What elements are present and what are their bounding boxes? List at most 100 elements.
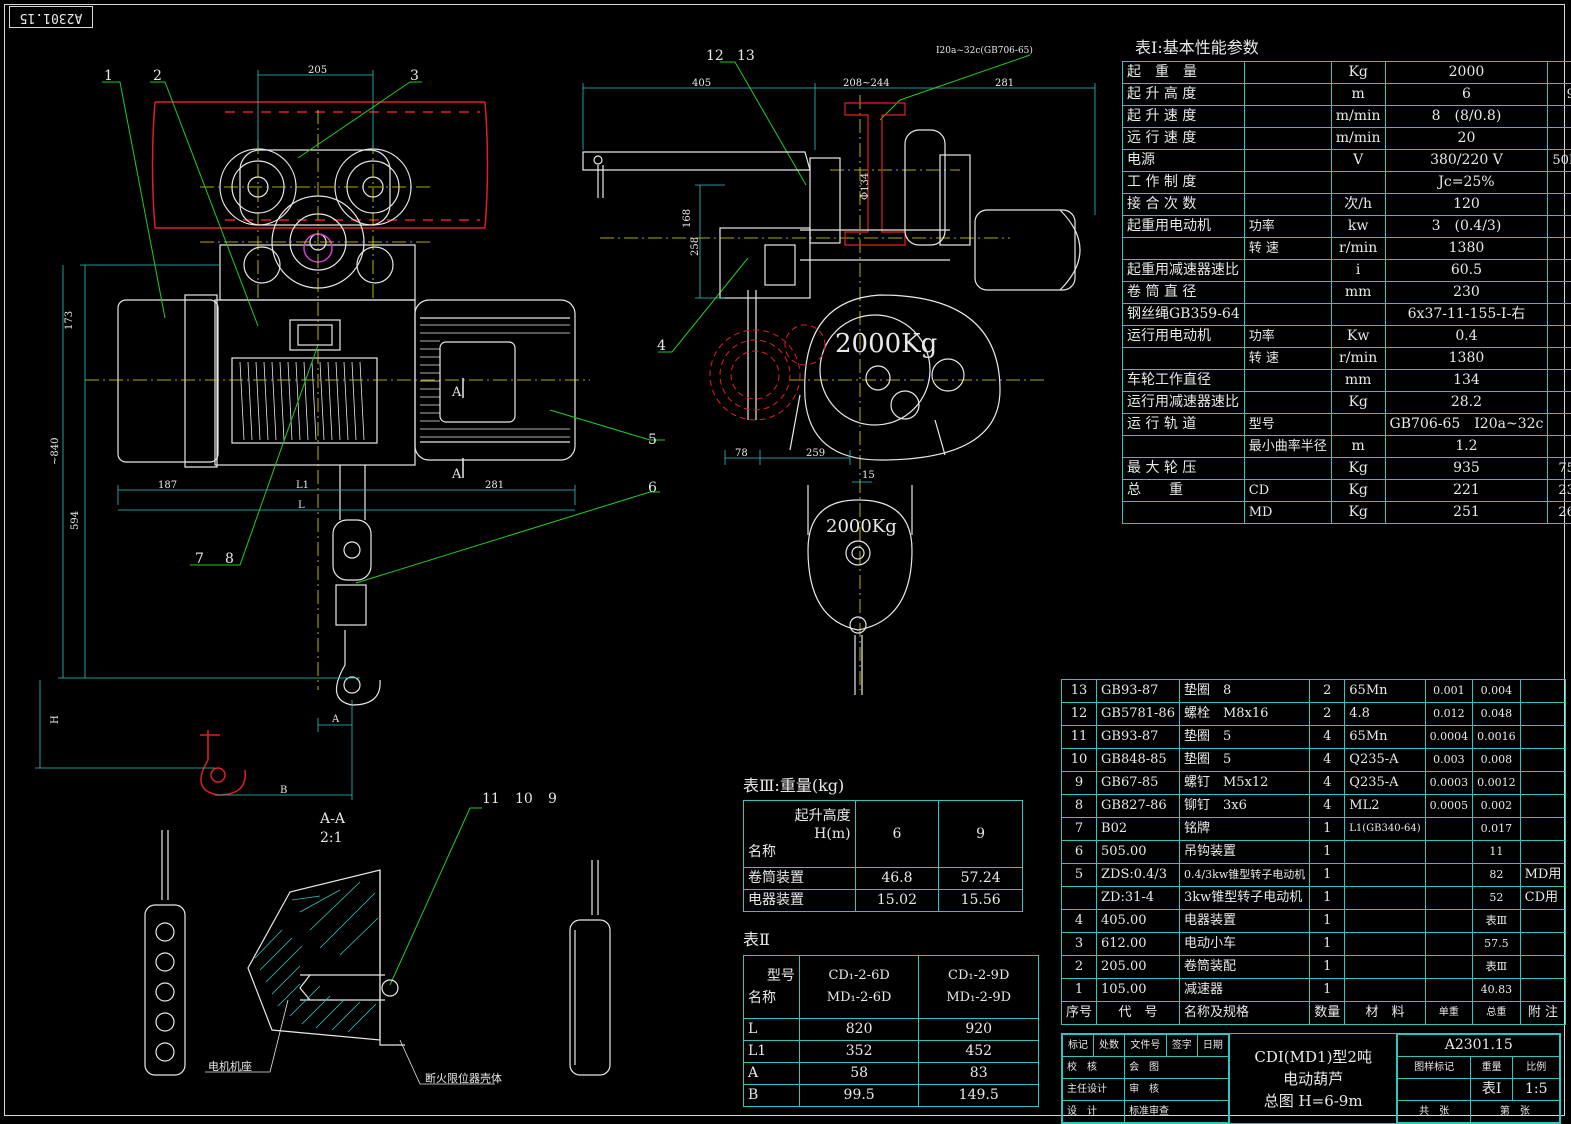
parts-list-cell: 9 [1062, 772, 1097, 795]
parts-list-cell [1425, 979, 1473, 1002]
parts-list-cell: 11 [1473, 841, 1521, 864]
parts-list-cell [1520, 795, 1566, 818]
svg-text:Φ134: Φ134 [860, 173, 871, 200]
table1-cell: mm [1331, 282, 1385, 304]
parts-list-cell: 4 [1310, 726, 1345, 749]
parts-list-cell: 螺钉 M5x12 [1179, 772, 1309, 795]
parts-list-cell [1425, 864, 1473, 887]
table1-cell [1548, 260, 1571, 282]
table1-cell: 134 [1385, 370, 1548, 392]
parts-list-cell: 1 [1310, 910, 1345, 933]
svg-text:电机机座: 电机机座 [208, 1059, 252, 1073]
table1-cell: 221 [1385, 480, 1548, 502]
parts-list-cell [1425, 818, 1473, 841]
svg-text:205: 205 [308, 65, 327, 76]
drawing-name: CDⅠ(MD1)型2吨 电动葫芦 总图 H=6-9m [1229, 1034, 1397, 1124]
parts-list-cell [1520, 749, 1566, 772]
load-label-small: 2000Kg [826, 516, 897, 537]
table1-cell: 车轮工作直径 [1123, 370, 1245, 392]
parts-list-cell: CD用 [1520, 887, 1566, 910]
table1-title: 表Ⅰ:基本性能参数 [1135, 34, 1259, 58]
parts-list-cell: 1 [1310, 979, 1345, 1002]
parts-list-cell [1520, 818, 1566, 841]
parts-list-cell: 6 [1062, 841, 1097, 864]
table1-cell: 0.4 [1385, 326, 1548, 348]
parts-list-cell: 1 [1310, 933, 1345, 956]
svg-text:168: 168 [682, 209, 693, 228]
parts-list-cell: 8 [1062, 795, 1097, 818]
parts-list-cell: 40.83 [1473, 979, 1521, 1002]
parts-list-cell: 405.00 [1097, 910, 1180, 933]
parts-list-cell [1425, 887, 1473, 910]
parts-list-cell [1425, 956, 1473, 979]
table1-cell: 卷 筒 直 径 [1123, 282, 1245, 304]
parts-list-cell: 垫圈 5 [1179, 749, 1309, 772]
parts-list-cell: 11 [1062, 726, 1097, 749]
parts-list-cell: ZD:31-4 [1097, 887, 1180, 910]
table1-cell [1123, 238, 1245, 260]
section-hatching [255, 882, 378, 1032]
table1-cell: 起重用电动机 [1123, 216, 1245, 238]
table1-cell: Kw [1331, 326, 1385, 348]
hoist-side-view [583, 103, 1080, 460]
parts-list-cell [1345, 979, 1425, 1002]
table2-title: 表Ⅱ [743, 926, 770, 950]
parts-list-cell: 铆钉 3x6 [1179, 795, 1309, 818]
table1-cell: 接 合 次 数 [1123, 194, 1245, 216]
svg-text:L1: L1 [296, 480, 309, 491]
parts-list-cell: 52 [1473, 887, 1521, 910]
table1-cell: Kg [1331, 458, 1385, 480]
callout-numbers: 1 2 3 4 5 6 7 8 9 10 11 12 13 [104, 48, 755, 807]
svg-text:11: 11 [482, 791, 500, 807]
dimension-lines [35, 70, 575, 800]
table1-row: MDKg251262 [1123, 502, 1571, 524]
svg-text:594: 594 [70, 511, 81, 530]
parts-list-header: 序号 代 号 名称及规格 数量 材 料 单重 总重 附 注 [1062, 1002, 1566, 1025]
table1-cell: m/min [1331, 128, 1385, 150]
table1-cell: Jc=25% [1385, 172, 1548, 194]
svg-text:断火限位器壳体: 断火限位器壳体 [425, 1071, 502, 1085]
parts-list-cell: 垫圈 5 [1179, 726, 1309, 749]
table1-cell [1548, 414, 1571, 436]
svg-text:B: B [280, 785, 287, 796]
table1-cell [1244, 172, 1331, 194]
parts-list-cell: GB848-85 [1097, 749, 1180, 772]
parts-list-cell [1520, 956, 1566, 979]
svg-text:208~244: 208~244 [843, 78, 890, 89]
table1-cell: 262 [1548, 502, 1571, 524]
svg-text:13: 13 [737, 48, 755, 64]
table1-cell: 运行用电动机 [1123, 326, 1245, 348]
parts-list-cell [1345, 887, 1425, 910]
hoist-front-view [118, 149, 575, 467]
table1-cell: 运行用减速器速比 [1123, 392, 1245, 414]
table1-cell: 380/220 V [1385, 150, 1548, 172]
table1-cell: CD [1244, 480, 1331, 502]
parts-list-cell: 1 [1310, 887, 1345, 910]
parts-list-cell: 4 [1062, 910, 1097, 933]
pendant-left [145, 830, 185, 1075]
parts-list-cell: 0.001 [1425, 680, 1473, 703]
table1-cell: 251 [1385, 502, 1548, 524]
table1-cell: 2000 [1385, 62, 1548, 84]
section-scale: 2:1 [320, 830, 343, 846]
parts-list-cell: 垫圈 8 [1179, 680, 1309, 703]
parts-list-cell: 0.048 [1473, 703, 1521, 726]
table1-cell: m [1331, 436, 1385, 458]
table1-cell: mm [1331, 370, 1385, 392]
parts-list-cell: ML2 [1345, 795, 1425, 818]
table1-cell [1331, 304, 1385, 326]
table1-cell: 1.2 [1385, 436, 1548, 458]
parts-list-cell: 0.0003 [1425, 772, 1473, 795]
svg-text:~840: ~840 [50, 438, 61, 465]
parts-list-cell: 卷筒装配 [1179, 956, 1309, 979]
parts-list-cell [1520, 726, 1566, 749]
parts-list-cell: 电器装置 [1179, 910, 1309, 933]
table3-header-cell: 起升高度 H(m) 名称 [744, 801, 856, 868]
parts-list-cell [1345, 864, 1425, 887]
